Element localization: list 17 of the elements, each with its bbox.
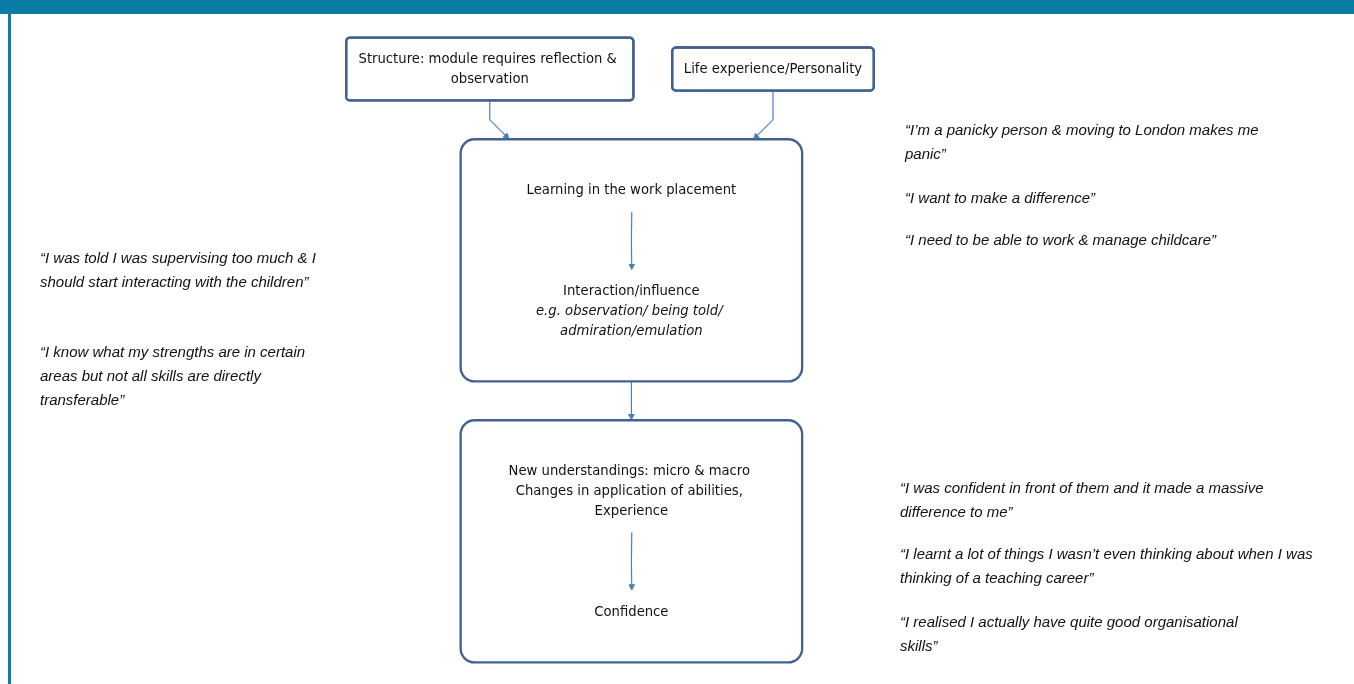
quote-text: “I’m a panicky person & moving to London makes me panic”: [905, 120, 1260, 164]
node-text: Interaction/influence e.g. observation/ being told/ admiration/emulation: [536, 282, 723, 338]
cluster: [459, 419, 804, 664]
node-text: Confidence: [594, 603, 669, 619]
node-text: New understandings: micro & macro Changes in application of abilities, Experience: [508, 462, 751, 518]
quote-text: “I want to make a difference”: [905, 188, 1097, 208]
quote-text: “I realised I actually have quite good organisational skills”: [900, 612, 1239, 656]
node-text: Learning in the work placement: [526, 181, 737, 198]
quote-text: “I know what my strengths are in certain areas but not all skills are directly transferable”: [40, 342, 307, 410]
arrow: [753, 90, 774, 140]
quote-text: “I was confident in front of them and it made a massive difference to me”: [900, 478, 1265, 522]
arrow: [628, 531, 636, 591]
quote-text: “I need to be able to work & manage childcare”: [905, 230, 1218, 250]
cluster: [459, 138, 804, 383]
arrow: [628, 211, 636, 271]
quote-text: “I was told I was supervising too much & I should start interacting with the children”: [40, 248, 317, 292]
quote-text: “I learnt a lot of things I wasn’t even thinking about when I was thinking of a teaching career”: [900, 544, 1314, 588]
